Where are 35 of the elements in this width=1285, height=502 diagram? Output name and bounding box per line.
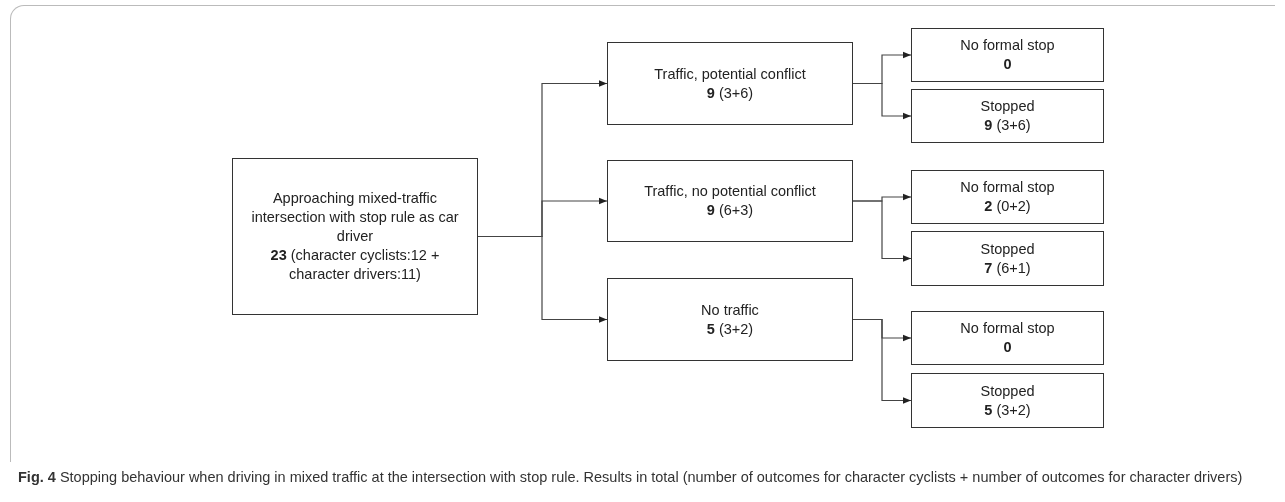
category-box [607, 160, 853, 242]
outcome-box [911, 28, 1104, 82]
box-heading: Approaching mixed-traffic intersection with stop rule as car driver [250, 189, 460, 246]
arrow [852, 200, 912, 262]
outcome-box [911, 231, 1104, 286]
figure-caption: Fig. 4 Stopping behaviour when driving in mixed traffic at the intersection with stop rule. Results in total (number of outcomes for character cyclists + number of outcomes for character drivers) [18, 468, 1244, 487]
count-text: 5 (3+2) [984, 400, 1031, 420]
box-heading: Stopped [980, 239, 1035, 259]
outcome-box [911, 311, 1104, 365]
count-text: 0 [1003, 55, 1012, 74]
count-text: 2 (0+2) [984, 197, 1031, 216]
box-heading: Stopped [980, 97, 1035, 116]
arrow [852, 82, 912, 120]
start-box [232, 158, 478, 315]
count-text: 23 (character cyclists:12 + character drivers:11) [269, 246, 441, 284]
outcome-box [911, 170, 1104, 224]
box-heading: Stopped [980, 381, 1035, 401]
count-text: 7 (6+1) [984, 258, 1031, 278]
arrow [477, 235, 608, 323]
box-heading: No formal stop [960, 36, 1055, 55]
box-heading: No formal stop [960, 319, 1055, 338]
count-text: 0 [1003, 338, 1012, 357]
box-heading: No traffic [701, 300, 759, 320]
count-text: 9 (3+6) [984, 116, 1031, 135]
outcome-box [911, 89, 1104, 143]
box-heading: Traffic, potential conflict [654, 64, 806, 84]
count-text: 9 (3+6) [706, 83, 754, 103]
box-heading: No formal stop [960, 178, 1055, 197]
count-text: 9 (6+3) [706, 201, 754, 220]
category-box [607, 278, 853, 361]
outcome-box [911, 373, 1104, 428]
box-heading: Traffic, no potential conflict [644, 182, 816, 201]
arrow [852, 318, 912, 404]
category-box [607, 42, 853, 125]
count-text: 5 (3+2) [706, 319, 754, 339]
